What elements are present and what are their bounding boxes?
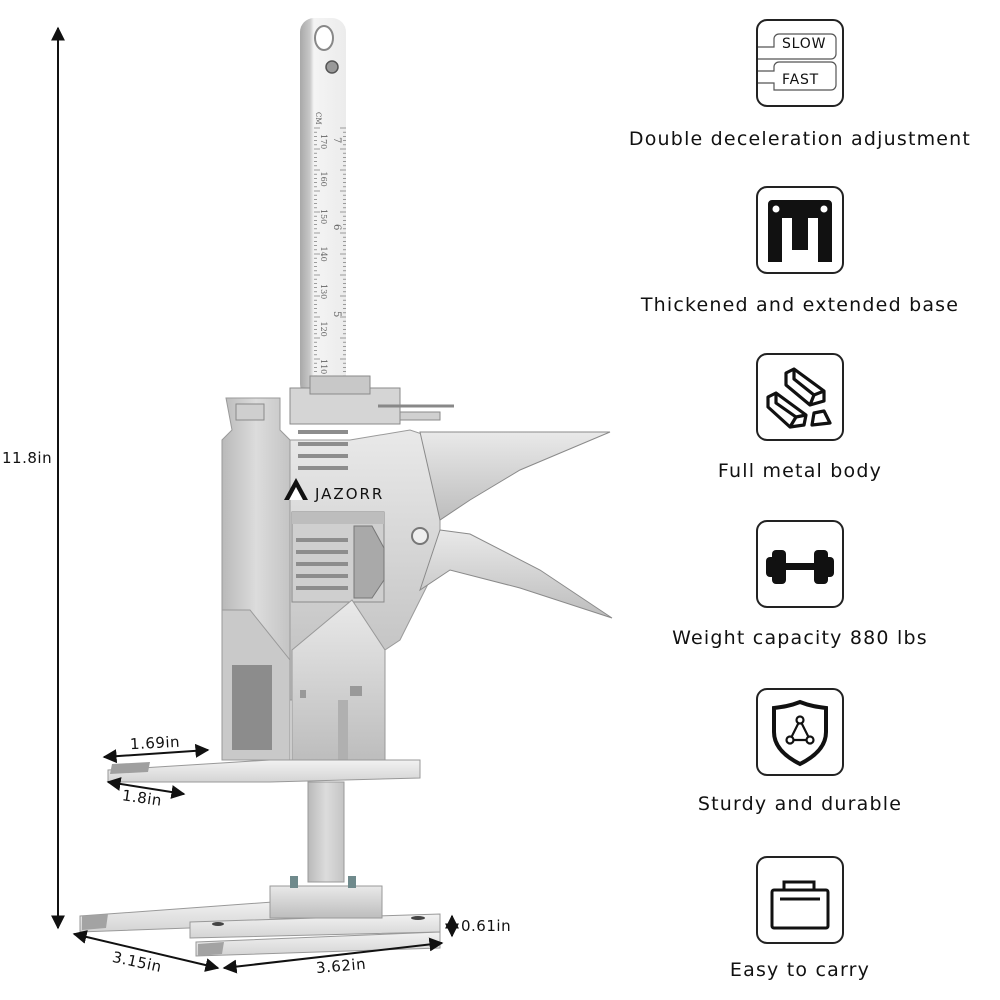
base-thickness-label: 0.61in — [461, 917, 512, 935]
fast-label: FAST — [782, 72, 819, 88]
ruler-cm-labels: 170 160 150 140 130 120 110 — [319, 134, 328, 374]
base-depth-arrow — [72, 930, 220, 972]
lower-spring — [296, 538, 348, 590]
base-width-arrow — [222, 937, 444, 974]
ruler-cm-label: 120 — [319, 322, 328, 337]
feature-caption: Sturdy and durable — [697, 793, 903, 815]
height-dimension-label: 11.8in — [2, 449, 53, 467]
product-illustration: CM 170 160 150 140 130 120 110 7 6 5 — [51, 18, 613, 974]
top-plate-outer-arrow — [106, 777, 186, 799]
top-plate-inner-arrow — [102, 743, 210, 764]
top-plate — [107, 759, 421, 783]
feature-icon-box — [756, 856, 844, 944]
brand-name: JAZORR — [314, 485, 384, 503]
ruler-cm-label: 130 — [319, 284, 328, 299]
briefcase-icon — [770, 880, 830, 930]
lifter-body — [221, 375, 613, 761]
feature-caption: Weight capacity 880 lbs — [672, 627, 928, 649]
ruler-cm-label: 110 — [319, 359, 328, 374]
ruler-cm-label: 150 — [319, 209, 328, 224]
feature-icon-box — [756, 353, 844, 441]
brand-logo: JAZORR — [284, 478, 384, 503]
ruler-inch-label: 7 — [331, 137, 342, 143]
feature-icon-box — [756, 186, 844, 274]
upper-spring — [298, 430, 348, 470]
base-icon — [768, 200, 832, 262]
metal-bars-icon — [766, 367, 832, 429]
feature-caption: Thickened and extended base — [640, 294, 960, 316]
ruler-inch-label: 6 — [331, 224, 342, 230]
slow-fast-switch-icon — [758, 33, 837, 91]
lifting-post — [307, 781, 345, 883]
slow-label: SLOW — [782, 36, 827, 52]
ruler-unit-cm: CM — [314, 112, 322, 125]
ruler-bar — [300, 18, 346, 398]
dumbbell-icon — [766, 550, 834, 584]
feature-caption: Easy to carry — [729, 959, 871, 981]
feature-icon-box — [756, 688, 844, 776]
ruler-cm-label: 140 — [319, 247, 328, 262]
ruler-inch-label: 5 — [331, 311, 342, 317]
feature-icon-box: SLOW FAST — [756, 19, 844, 107]
base-plate — [79, 876, 441, 957]
feature-caption: Full metal body — [717, 460, 883, 482]
feature-icon-box — [756, 520, 844, 608]
ruler-inch-labels: 7 6 5 — [331, 137, 342, 317]
feature-caption: Double deceleration adjustment — [628, 128, 972, 150]
shield-icon — [772, 699, 828, 767]
ruler-cm-label: 160 — [319, 172, 328, 187]
ruler-cm-label: 170 — [319, 134, 328, 149]
top-plate-inner-label: 1.69in — [129, 732, 181, 754]
